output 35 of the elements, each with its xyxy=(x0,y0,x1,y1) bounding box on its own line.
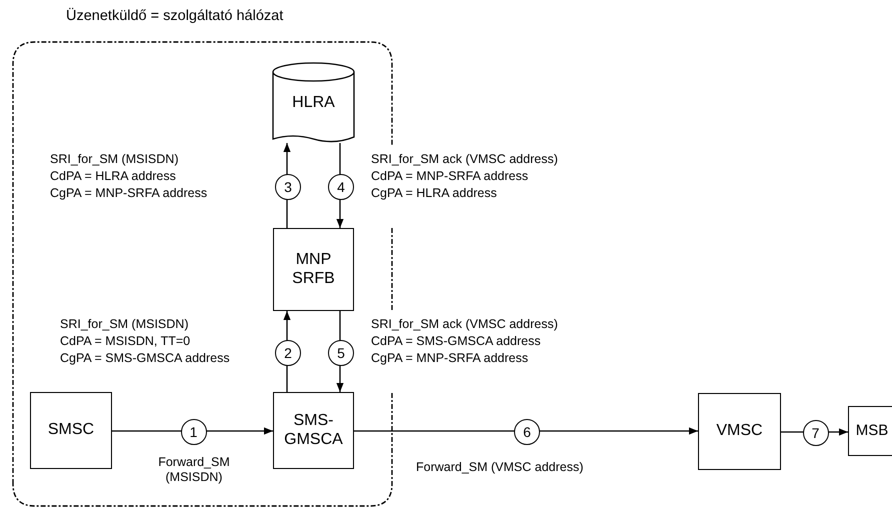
message-note: CgPA = SMS-GMSCA address xyxy=(60,351,230,366)
node-label: SMSC xyxy=(46,421,96,440)
node-label: HLRA xyxy=(292,94,335,112)
network-element-box xyxy=(698,393,781,470)
step-number: 3 xyxy=(275,174,301,200)
message-note: SRI_for_SM ack (VMSC address) xyxy=(371,152,558,167)
message-note: CgPA = MNP-SRFA address xyxy=(50,186,208,201)
step-number: 2 xyxy=(275,340,301,366)
message-note: SRI_for_SM (MSISDN) xyxy=(50,152,178,167)
message-note: SRI_for_SM ack (VMSC address) xyxy=(371,317,558,332)
network-element-box xyxy=(848,406,892,456)
message-note: Forward_SM (VMSC address) xyxy=(416,460,584,475)
message-note: SRI_for_SM (MSISDN) xyxy=(60,317,188,332)
network-element-box xyxy=(30,392,112,469)
message-note: CdPA = MNP-SRFA address xyxy=(371,169,528,184)
node-label: MNP SRFB xyxy=(291,251,336,288)
step-number: 6 xyxy=(514,419,540,445)
message-note: CdPA = SMS-GMSCA address xyxy=(371,334,541,349)
message-note: CdPA = MSISDN, TT=0 xyxy=(60,334,190,349)
message-note: CdPA = HLRA address xyxy=(50,169,176,184)
message-note: CgPA = HLRA address xyxy=(371,186,497,201)
arrow xyxy=(354,427,698,435)
message-note: Forward_SM (MSISDN) xyxy=(157,455,231,485)
step-number: 1 xyxy=(180,419,206,445)
step-number: 7 xyxy=(802,420,828,446)
network-element-box xyxy=(273,228,354,311)
region-title: Üzenetküldő = szolgáltató hálózat xyxy=(66,8,284,25)
message-note: CgPA = MNP-SRFA address xyxy=(371,351,528,366)
database-cylinder xyxy=(272,63,355,143)
node-label: SMS- GMSCA xyxy=(283,412,344,449)
step-number: 5 xyxy=(328,340,354,366)
node-label: VMSC xyxy=(715,422,764,441)
network-element-box xyxy=(273,392,354,469)
node-label: MSB xyxy=(854,422,890,440)
step-number: 4 xyxy=(328,174,354,200)
